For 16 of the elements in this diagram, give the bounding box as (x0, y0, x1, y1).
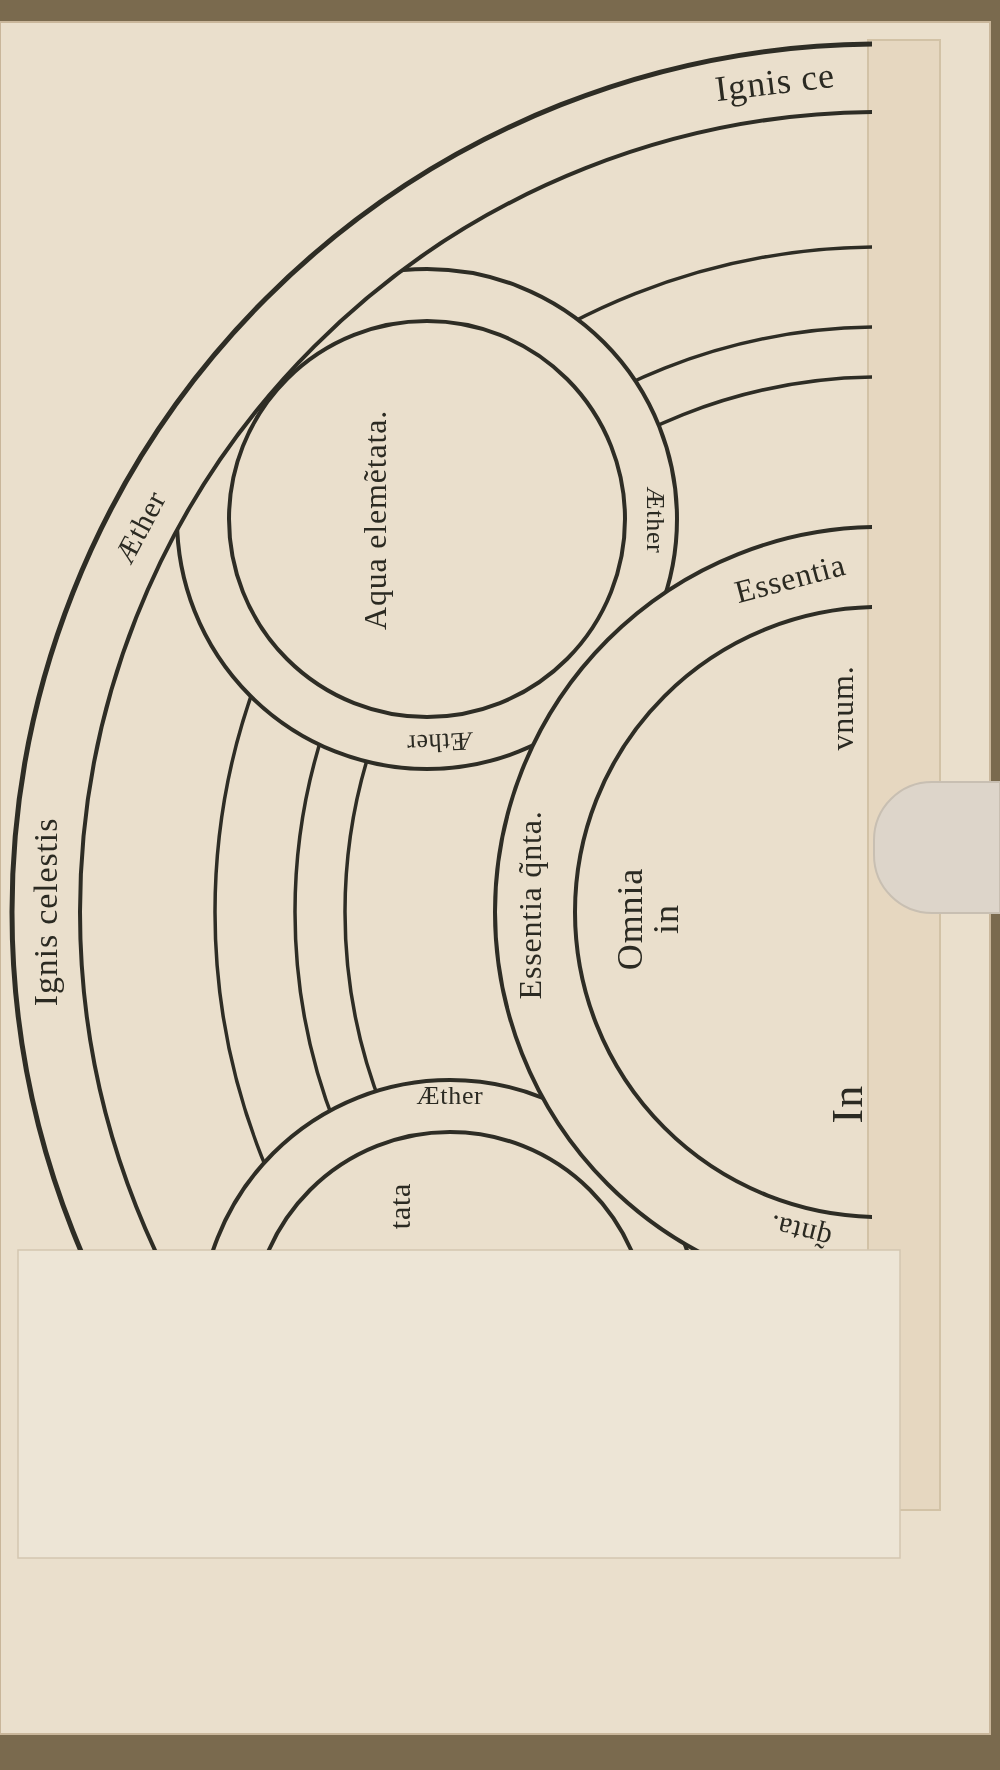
ring-band (177, 269, 677, 769)
band-label: Æther (108, 485, 172, 569)
circle-label: In (826, 1084, 870, 1124)
circle (229, 321, 625, 717)
circle-label: Omnia in (612, 867, 684, 971)
band-label: Essentia (731, 547, 849, 609)
circle-label: tata (385, 1182, 415, 1230)
circle-label: Aqua elemẽtata. (359, 410, 391, 630)
band-label: Æther (405, 727, 475, 757)
band-label: Ignis celestis (29, 817, 63, 1007)
band-label: Æther (642, 486, 668, 554)
circle-label: vnum. (826, 665, 858, 751)
band-label: Essentia q̃nta. (514, 810, 546, 1000)
band-label: q̃nta. (765, 1209, 835, 1250)
band-label: Ignis ce (713, 56, 837, 108)
band-label: Æther (416, 1083, 484, 1109)
